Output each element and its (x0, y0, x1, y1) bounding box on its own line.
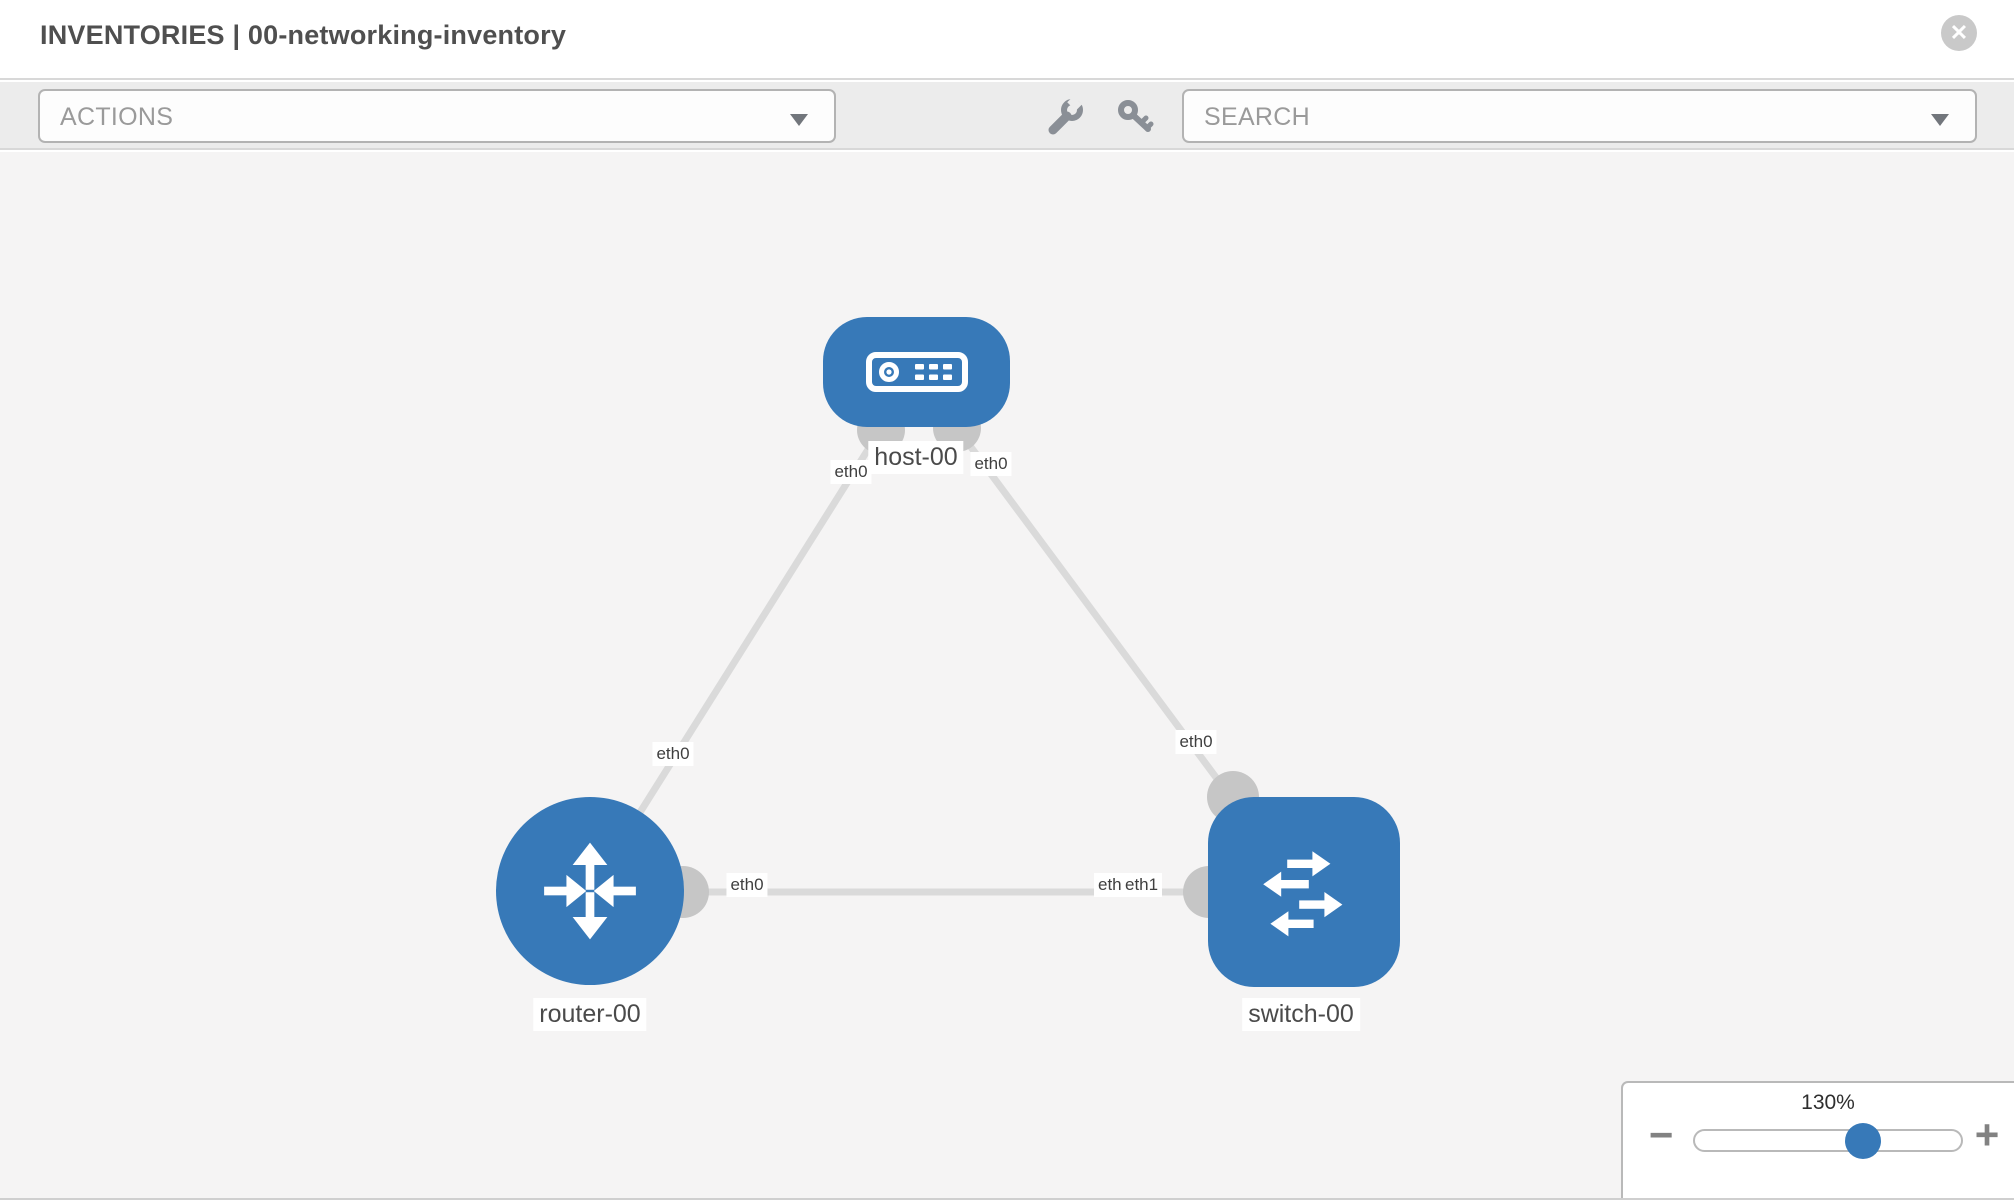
wrench-icon[interactable] (1045, 98, 1085, 138)
host-icon (865, 352, 968, 392)
page-title: INVENTORIES | 00-networking-inventory (40, 20, 567, 50)
close-icon[interactable]: ✕ (1941, 15, 1977, 51)
actions-dropdown[interactable]: ACTIONS (38, 89, 836, 143)
iface-label-host-to-switch: eth0 (970, 452, 1012, 476)
iface-label-router-to-host: eth0 (652, 742, 694, 766)
header: INVENTORIES | 00-networking-inventory ✕ (0, 0, 2014, 80)
zoom-control-panel: 130% − + (1621, 1081, 2014, 1198)
iface-label-switch-to-host: eth0 (1175, 730, 1217, 754)
node-host-00[interactable] (823, 317, 1010, 427)
key-icon[interactable] (1115, 98, 1155, 138)
link-host-router (587, 371, 919, 894)
actions-dropdown-label: ACTIONS (60, 103, 174, 131)
zoom-in-button[interactable]: + (1974, 1111, 2000, 1158)
topology-links (587, 370, 1304, 918)
zoom-level-value: 130% (1801, 1091, 1855, 1114)
node-label-host: host-00 (868, 441, 964, 474)
iface-label-router-to-switch: eth0 (726, 873, 768, 897)
switch-icon (1263, 851, 1343, 937)
chevron-down-icon (1931, 114, 1949, 126)
search-dropdown-label: SEARCH (1204, 103, 1310, 131)
iface-label-host-to-router: eth0 (830, 460, 872, 484)
toolbar: ACTIONS SEARCH (0, 82, 2014, 150)
zoom-out-button[interactable]: − (1648, 1111, 1674, 1158)
node-label-router: router-00 (533, 998, 647, 1031)
zoom-slider-track[interactable] (1693, 1129, 1963, 1152)
iface-label-switch-to-router: eth1 (1121, 873, 1163, 897)
switch-icon-node[interactable] (1208, 797, 1400, 987)
topology-canvas[interactable]: host-00 router-00 switch-00 eth0 eth0 et… (0, 152, 2014, 1200)
search-dropdown[interactable]: SEARCH (1182, 89, 1977, 143)
chevron-down-icon (790, 114, 808, 126)
node-router-00[interactable] (496, 797, 684, 985)
zoom-slider-thumb[interactable] (1845, 1123, 1881, 1159)
node-label-switch: switch-00 (1242, 998, 1360, 1031)
close-x-glyph: ✕ (1949, 20, 1969, 45)
router-icon (544, 842, 636, 940)
